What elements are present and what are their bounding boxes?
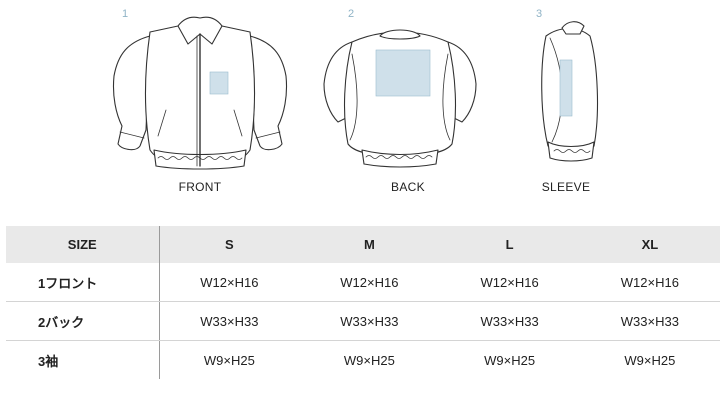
sleeve-view: 3 SLEEVE: [500, 0, 640, 205]
cell-sleeve-m: W9×H25: [343, 352, 395, 368]
back-jacket-illustration: [323, 29, 477, 168]
cell-sleeve-l: W9×H25: [484, 352, 536, 368]
size-header-xl: XL: [579, 226, 720, 263]
cell-back-l: W33×H33: [439, 301, 580, 341]
size-header-m: M: [299, 226, 440, 263]
table-row: 3袖 W9×H25 W9×H25 W9×H25 W9×H25: [6, 340, 720, 379]
back-print-area: [375, 49, 431, 97]
table-row: 2バック W33×H33 W33×H33 W33×H33 W33×H33: [6, 301, 720, 341]
front-view-caption: FRONT: [178, 180, 222, 194]
cell-front-m: W12×H16: [299, 263, 440, 302]
size-table: SIZE S M L XL 1フロント W12×H16 W12×H16 W12×…: [6, 226, 720, 379]
front-print-area: [209, 71, 229, 95]
front-jacket-illustration: [112, 16, 288, 170]
garment-views: 1 FRONT 2: [0, 0, 640, 205]
cell-front-xl: W12×H16: [579, 263, 720, 302]
table-row: 1フロント W12×H16 W12×H16 W12×H16 W12×H16: [6, 263, 720, 302]
sleeve-print-area: [559, 59, 573, 117]
front-view: 1 FRONT: [0, 0, 300, 205]
table-header-row: SIZE S M L XL: [6, 226, 720, 263]
cell-front-s: W12×H16: [159, 263, 300, 302]
sleeve-view-caption: SLEEVE: [541, 180, 591, 194]
cell-sleeve-s: W9×H25: [203, 352, 255, 368]
front-view-number: 1: [122, 8, 129, 20]
back-view: 2 BACK: [300, 0, 500, 205]
cell-back-xl: W33×H33: [579, 301, 720, 341]
back-view-number: 2: [348, 8, 355, 20]
cell-sleeve-xl: W9×H25: [624, 352, 676, 368]
size-header-s: S: [159, 226, 300, 263]
cell-front-l: W12×H16: [439, 263, 580, 302]
size-header-l: L: [439, 226, 580, 263]
size-header-label: SIZE: [6, 226, 160, 263]
row-label-sleeve: 3袖: [6, 340, 160, 379]
sleeve-view-number: 3: [536, 8, 543, 20]
row-label-back: 2バック: [6, 301, 160, 341]
row-label-front: 1フロント: [6, 263, 160, 302]
sleeve-illustration: [541, 21, 599, 162]
back-view-caption: BACK: [391, 180, 425, 194]
cell-back-m: W33×H33: [299, 301, 440, 341]
cell-back-s: W33×H33: [159, 301, 300, 341]
